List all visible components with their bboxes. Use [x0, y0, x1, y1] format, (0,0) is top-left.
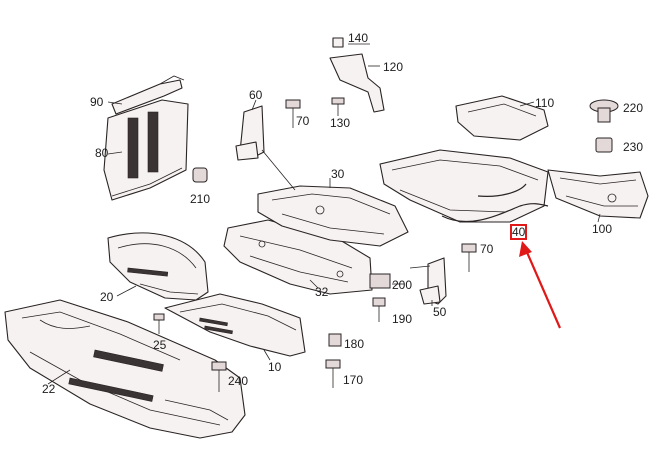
part-30-center-cover-upper	[257, 185, 409, 247]
callout-50: 50	[433, 305, 447, 319]
callout-110: 110	[535, 96, 555, 110]
part-120-hanger-bracket	[329, 53, 385, 113]
fastener-240	[211, 361, 227, 392]
callout-25: 25	[153, 338, 167, 352]
part-110-cover	[455, 95, 549, 141]
callout-210: 210	[190, 192, 211, 206]
callout-32: 32	[315, 285, 329, 299]
fastener-130	[331, 97, 345, 116]
highlight-box-40	[510, 224, 527, 240]
fastener-170	[325, 359, 341, 388]
fastener-190	[372, 297, 386, 322]
highlight-arrow	[519, 241, 562, 329]
part-20-splash-panel	[107, 232, 209, 301]
callout-60: 60	[249, 88, 263, 102]
callout-100: 100	[592, 222, 613, 236]
fastener-70-upper	[285, 99, 301, 128]
callout-240: 240	[228, 374, 249, 388]
callout-70-lower: 70	[480, 242, 494, 256]
callout-40: 40	[512, 225, 526, 239]
fastener-200	[369, 273, 391, 289]
callout-22: 22	[42, 382, 56, 396]
part-60-bracket	[235, 105, 265, 161]
callout-170: 170	[343, 373, 364, 387]
part-50-bracket	[419, 257, 447, 305]
callout-130: 130	[330, 116, 351, 130]
callout-190: 190	[392, 312, 413, 326]
callout-70-upper: 70	[296, 114, 310, 128]
fastener-220	[589, 99, 619, 123]
callout-10: 10	[268, 360, 282, 374]
callout-90: 90	[90, 95, 104, 109]
callout-230: 230	[623, 140, 644, 154]
callout-200: 200	[392, 278, 413, 292]
part-90-retaining-strip	[111, 75, 185, 115]
fastener-230	[595, 137, 613, 153]
callout-80: 80	[95, 146, 109, 160]
part-22-front-underbody-panel	[4, 299, 246, 439]
fastener-180	[328, 333, 342, 347]
callout-20: 20	[100, 290, 114, 304]
part-80-side-panel	[103, 99, 189, 201]
part-140-clip	[332, 37, 344, 48]
part-100-rear-side-panel	[547, 169, 649, 219]
fastener-25	[153, 313, 165, 334]
part-40-rear-underbody-tray	[379, 149, 549, 223]
callout-220: 220	[623, 101, 644, 115]
callout-120: 120	[383, 60, 404, 74]
callout-30: 30	[331, 167, 345, 181]
part-10-lower-engine-cover	[164, 293, 306, 357]
fastener-210	[192, 167, 208, 183]
fastener-70-lower	[461, 243, 477, 272]
callout-140: 140	[348, 31, 369, 45]
callout-180: 180	[344, 337, 365, 351]
leader-lines	[47, 43, 601, 385]
